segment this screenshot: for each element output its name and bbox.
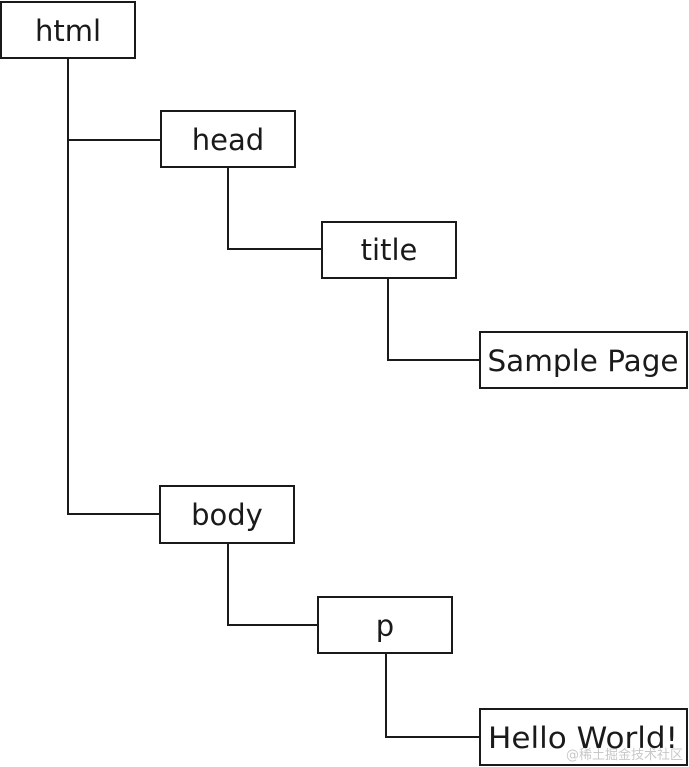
node-hello-world-box: [479, 708, 688, 766]
node-sample-page: Sample Page: [479, 331, 688, 389]
node-p-label: p: [376, 609, 394, 643]
node-title-label: title: [361, 233, 418, 267]
node-hello-world: Hello World!: [479, 708, 688, 766]
node-title-box: [321, 221, 457, 279]
node-head-label: head: [192, 123, 264, 157]
node-html-box: [0, 1, 136, 59]
edge-head-title: [227, 168, 322, 250]
node-body: body: [159, 485, 295, 544]
edge-html-head: [67, 58, 161, 141]
node-p: p: [317, 596, 453, 654]
node-head-box: [160, 110, 296, 168]
edge-p-hello-world: [385, 653, 480, 738]
node-title: title: [321, 221, 457, 279]
node-hello-world-label: Hello World!: [488, 721, 678, 755]
node-sample-page-box: [479, 331, 688, 389]
node-body-label: body: [191, 498, 263, 532]
node-head: head: [160, 110, 296, 168]
edge-html-body: [67, 140, 160, 515]
edge-body-p: [227, 543, 318, 626]
node-sample-page-label: Sample Page: [488, 344, 679, 378]
node-html: html: [0, 1, 136, 59]
edge-title-sample-page: [387, 278, 480, 361]
watermark: @稀土掘金技术社区: [565, 748, 683, 763]
node-html-label: html: [35, 14, 101, 48]
node-body-box: [159, 485, 295, 544]
node-p-box: [317, 596, 453, 654]
